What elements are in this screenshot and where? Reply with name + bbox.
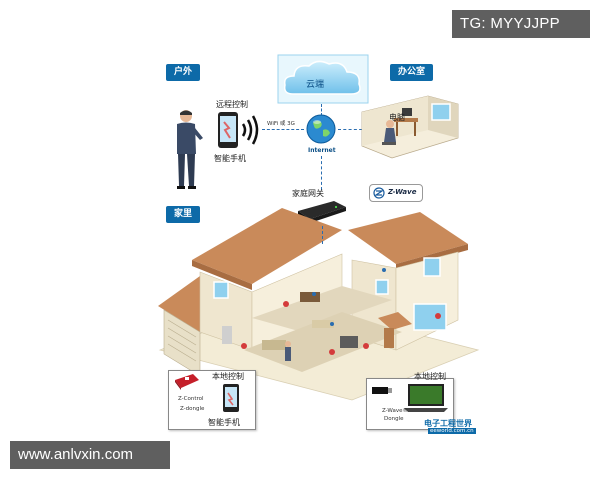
- globe-icon: [306, 114, 336, 144]
- local-control-left-label: 本地控制: [212, 372, 244, 381]
- zwave-icon: [373, 187, 385, 199]
- smartphone-local-label: 智能手机: [208, 418, 240, 427]
- computer-label: 电脑: [389, 113, 405, 122]
- zwave-dongle-label-2: Dongle: [384, 416, 404, 422]
- zwave-dongle-label-1: Z-Wave®: [382, 408, 409, 414]
- gateway-house-link: [322, 226, 323, 244]
- zwave-label: Z-Wave: [388, 188, 417, 196]
- smartphone-remote-icon: [218, 112, 259, 148]
- watermark-top-text: TG: MYYJJPP: [460, 15, 560, 32]
- badge-home: 家里: [166, 206, 201, 223]
- zwave-logo: Z-Wave: [369, 184, 423, 202]
- zdongle-label: Z-dongle: [180, 406, 205, 412]
- watermark-top: TG: MYYJJPP: [452, 10, 590, 38]
- badge-outdoor: 户外: [166, 64, 201, 81]
- globe-to-gateway-link: [321, 156, 322, 190]
- wifi-label: WiFi 或 3G: [267, 121, 295, 127]
- zwave-dongle-icon: [372, 387, 392, 394]
- zcontrol-label: Z-Control: [178, 396, 204, 402]
- source-logo: 电子工程世界: [424, 419, 472, 428]
- watermark-bottom-text: www.anlvxin.com: [18, 446, 134, 463]
- person-icon: [177, 110, 203, 189]
- house-illustration: [158, 208, 480, 401]
- home-gateway-label: 家庭网关: [292, 189, 324, 198]
- badge-office: 办公室: [390, 64, 434, 81]
- remote-control-label: 远程控制: [216, 100, 248, 109]
- laptop-icon: [404, 384, 448, 412]
- smartphone-label: 智能手机: [214, 154, 246, 163]
- local-control-right-label: 本地控制: [414, 372, 446, 381]
- cloud-icon: [277, 54, 369, 104]
- cloud-label: 云端: [306, 80, 325, 90]
- source-url: eeworld.com.cn: [428, 428, 476, 434]
- globe-to-phone-link: [262, 129, 304, 130]
- watermark-bottom: www.anlvxin.com: [10, 441, 170, 469]
- office-room-illustration: [361, 95, 459, 159]
- zcontrol-icon: [175, 374, 199, 390]
- globe-to-office-link: [338, 129, 378, 130]
- smartphone-local-icon: [223, 384, 239, 412]
- cloud-globe-link: [321, 104, 322, 116]
- internet-label: Internet: [308, 147, 336, 154]
